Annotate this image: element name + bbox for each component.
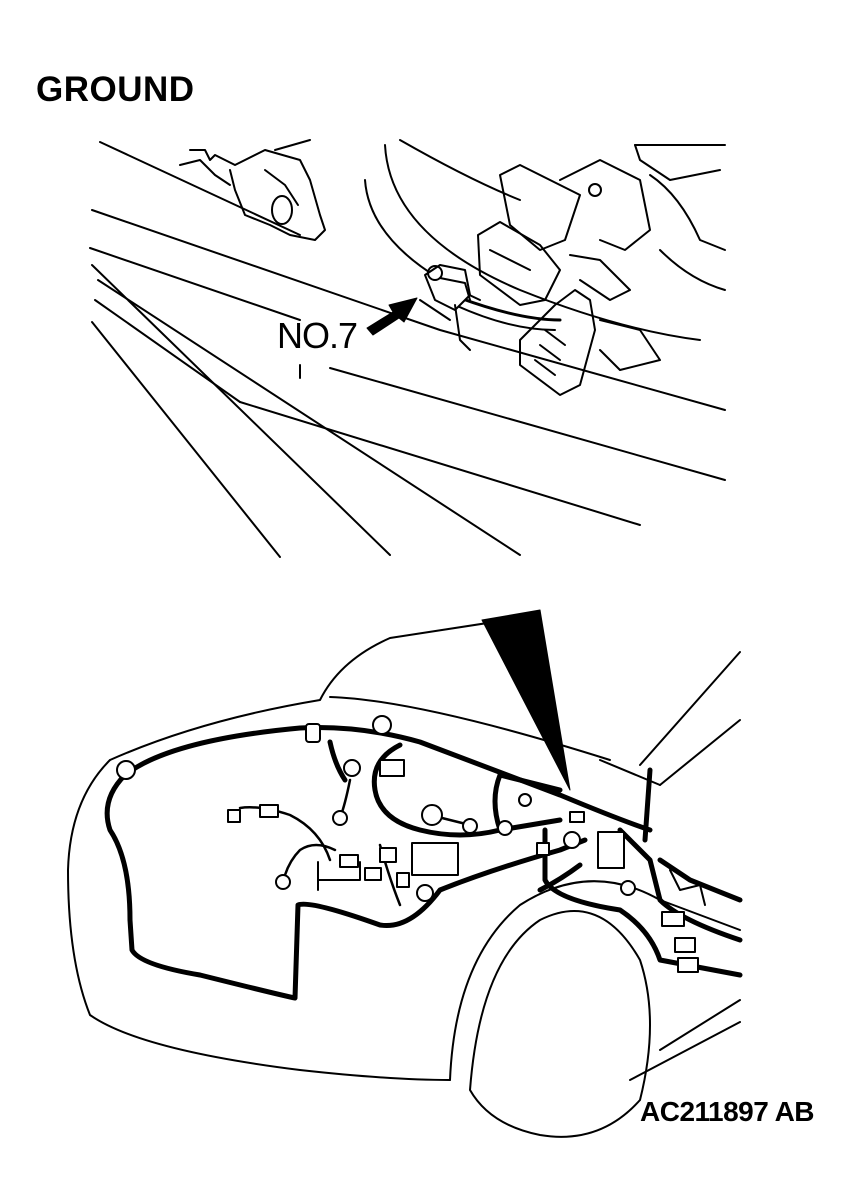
wiring-harness [104,725,743,1001]
detail-view [89,139,726,558]
page-title: GROUND [36,70,195,109]
location-pointer [481,609,571,791]
figure-id: AC211897 AB [640,1096,815,1127]
frame-bracket [317,861,361,891]
ground-callout-label: NO.7 [277,315,358,356]
harness-connectors [116,715,706,973]
ground-point-arrow [366,297,418,336]
